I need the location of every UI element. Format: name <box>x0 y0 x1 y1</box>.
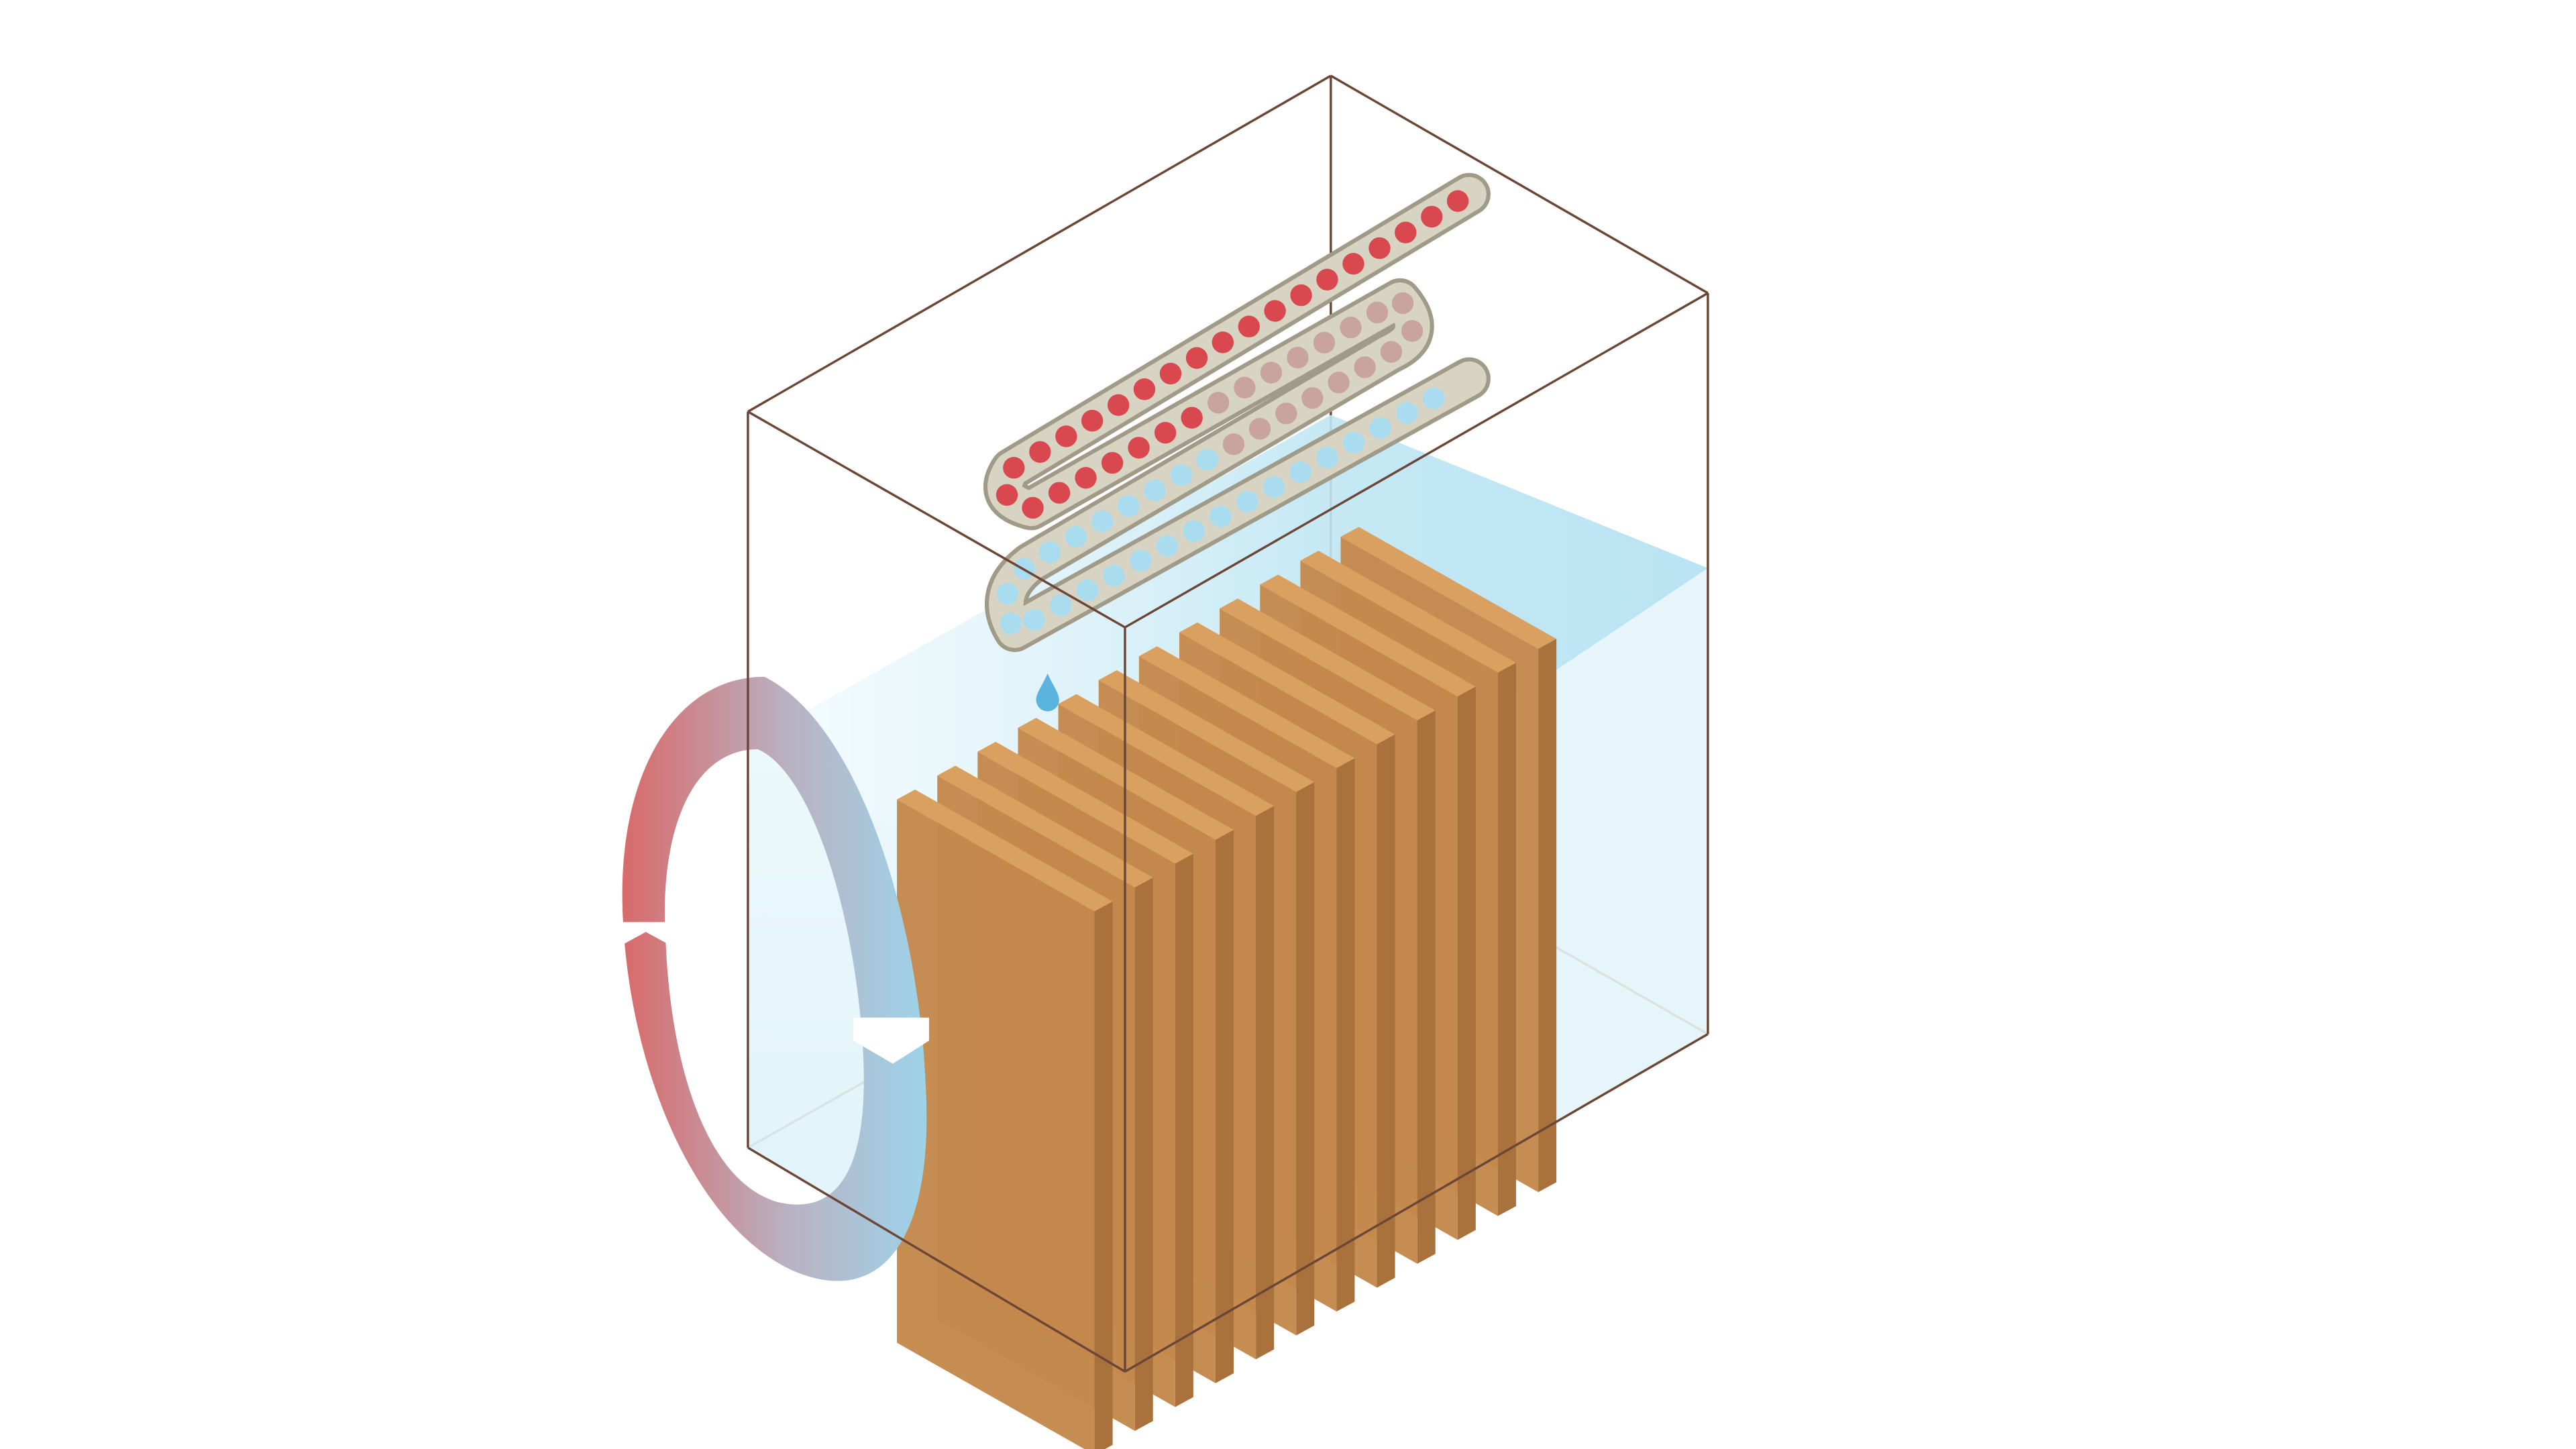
coil-dot <box>1401 320 1424 342</box>
coil-dot <box>1076 579 1099 602</box>
coil-dot <box>1236 490 1258 513</box>
coil-dot <box>1340 317 1362 339</box>
coil-dot <box>1301 387 1324 409</box>
coil-dot <box>1000 612 1022 635</box>
coil-refrigerant-dots <box>996 190 1469 635</box>
coil-dot <box>1183 520 1205 543</box>
coil-dot <box>1207 392 1230 414</box>
loop-arrow-up <box>609 922 682 952</box>
coil-dot <box>1238 315 1260 337</box>
wooden-fin-stack <box>897 527 1557 1449</box>
coil-dot <box>996 582 1019 605</box>
coil-dot <box>1264 300 1286 322</box>
water-droplet <box>1036 673 1059 712</box>
coil-dot <box>1313 331 1336 354</box>
coil-dot <box>1107 394 1130 417</box>
coil-dot <box>1133 378 1156 400</box>
coil-dot <box>1421 205 1443 228</box>
coil-dot <box>1260 362 1283 384</box>
tank-front-edges <box>747 74 1709 1373</box>
coil-dot <box>1038 541 1061 564</box>
coil-dot <box>1196 449 1218 471</box>
coil-dot <box>996 484 1018 506</box>
coil-dot <box>1290 284 1312 307</box>
coil-dot <box>1118 495 1140 517</box>
coil-dot <box>1128 437 1150 459</box>
coil-dot <box>1130 549 1152 572</box>
coil-dot <box>1222 433 1245 455</box>
loop-arrow-down <box>853 1017 929 1064</box>
coil-dot <box>1065 525 1087 548</box>
coil-dot <box>1022 496 1044 519</box>
wooden-fin <box>897 789 1113 1449</box>
coil-dot <box>1366 301 1389 324</box>
coil-dot <box>1391 292 1414 315</box>
coil-dot <box>1029 441 1051 463</box>
coil-dot <box>1144 480 1166 502</box>
coil-dot <box>1380 341 1403 363</box>
coil-dot <box>1101 451 1124 474</box>
coil-dot <box>1354 356 1376 378</box>
coil-dot <box>1003 457 1025 479</box>
coil-dot <box>1103 564 1125 587</box>
coil-dot <box>1328 371 1350 394</box>
coil-dot <box>1050 594 1072 616</box>
coil-dot <box>1075 467 1097 489</box>
coil-dot <box>1248 417 1271 440</box>
coil-dot <box>1154 421 1177 444</box>
coil-dot <box>1263 476 1285 498</box>
coil-dot <box>1342 431 1365 453</box>
coil-dot <box>1081 409 1104 432</box>
coil-dot <box>1212 331 1234 354</box>
condenser-coil <box>983 172 1491 652</box>
coil-dot <box>1369 417 1391 439</box>
coil-dot <box>1234 376 1256 398</box>
coil-dot <box>1396 402 1418 425</box>
coil-dot <box>1287 346 1309 369</box>
coil-dot <box>1275 402 1297 425</box>
circulation-loop <box>609 676 929 1281</box>
coil-dot <box>1342 253 1364 275</box>
coil-dot <box>1091 510 1114 533</box>
coil-dot <box>1423 387 1445 409</box>
coil-dot <box>1446 190 1469 212</box>
coil-dot <box>1156 535 1179 557</box>
coil-dot <box>1185 347 1208 369</box>
coil-dot <box>1368 237 1391 260</box>
coil-dot <box>1170 464 1192 486</box>
coil-dot <box>1316 268 1338 290</box>
coil-dot <box>1316 446 1338 469</box>
coil-dot <box>1048 482 1071 504</box>
coil-dot <box>1159 362 1182 385</box>
coil-dot <box>1023 608 1045 631</box>
coil-dot <box>1395 221 1417 244</box>
coil-dot <box>1210 505 1232 528</box>
coil-dot <box>1181 407 1203 429</box>
coil-dot <box>1289 461 1311 484</box>
coil-dot <box>1055 425 1077 447</box>
